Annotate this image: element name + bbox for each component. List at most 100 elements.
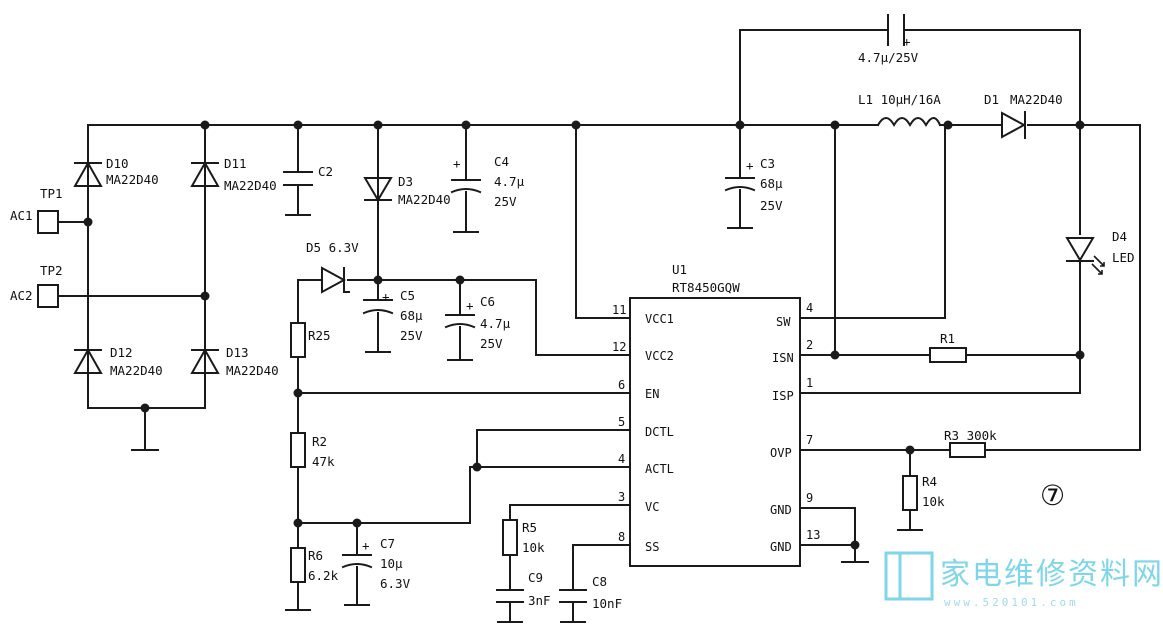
pin-name-isn: ISN	[772, 351, 794, 365]
pin-name-gnd13: GND	[770, 540, 792, 554]
d11-ref: D11	[224, 156, 247, 171]
watermark: 家电维修资料网 www.520101.com	[884, 551, 1163, 609]
r1-label: R1	[940, 331, 955, 346]
diode-d1	[1001, 111, 1027, 139]
watermark-text: 家电维修资料网	[940, 557, 1163, 592]
wires	[57, 29, 1141, 623]
labels: TP1 AC1 TP2 AC2 D10 MA22D40 D11 MA22D40 …	[10, 50, 1135, 611]
d13-ref: D13	[226, 345, 249, 360]
d3-part: MA22D40	[398, 192, 451, 207]
pin-name-ss: SS	[645, 540, 659, 554]
d1-ref: D1	[984, 92, 999, 107]
pin-name-isp: ISP	[772, 389, 794, 403]
svg-text:+: +	[382, 289, 390, 304]
d12-part: MA22D40	[110, 363, 163, 378]
svg-text:+: +	[362, 538, 370, 553]
c2-label: C2	[318, 164, 333, 179]
inductor-l1	[876, 117, 942, 128]
c3-ref: C3	[760, 156, 775, 171]
d5-label: D5 6.3V	[306, 240, 359, 255]
ac1-label: AC1	[10, 208, 33, 223]
pin-name-vcc2: VCC2	[645, 349, 674, 363]
svg-text:+: +	[466, 298, 474, 313]
pin-num-dctl: 5	[618, 415, 625, 429]
pin-num-actl: 4	[618, 452, 625, 466]
pin-name-vc: VC	[645, 500, 659, 514]
pin-name-dctl: DCTL	[645, 425, 674, 439]
r5-ref: R5	[522, 520, 537, 535]
test-points	[37, 210, 59, 308]
c9-value: 3nF	[528, 593, 551, 608]
d10-ref: D10	[106, 156, 129, 171]
c9-ref: C9	[528, 570, 543, 585]
tp2-label: TP2	[40, 263, 63, 278]
r6-value: 6.2k	[308, 568, 339, 583]
pin-name-ovp: OVP	[770, 446, 792, 460]
c3-value: 68μ	[760, 176, 783, 191]
pin-num-ovp: 7	[806, 433, 813, 447]
c4-ref: C4	[494, 154, 509, 169]
pin-name-vcc1: VCC1	[645, 312, 674, 326]
bridge-diodes	[73, 160, 220, 374]
watermark-url: www.520101.com	[944, 596, 1079, 609]
r5-value: 10k	[522, 540, 545, 555]
d11-part: MA22D40	[224, 178, 277, 193]
d10-part: MA22D40	[106, 172, 159, 187]
c7-value: 10μ	[380, 556, 403, 571]
ic-part: RT8450GQW	[672, 280, 740, 295]
c5-ref: C5	[400, 288, 415, 303]
c6-ref: C6	[480, 294, 495, 309]
pin-num-gnd13: 13	[806, 528, 820, 542]
pin-name-sw: SW	[776, 315, 791, 329]
pin-num-vc: 3	[618, 490, 625, 504]
diode-d5	[321, 266, 350, 294]
d13-part: MA22D40	[226, 363, 279, 378]
d4-part: LED	[1112, 250, 1135, 265]
c5-value: 68μ	[400, 308, 423, 323]
c5-volt: 25V	[400, 328, 423, 343]
r2-value: 47k	[312, 454, 335, 469]
junction-dots	[83, 120, 1085, 550]
c8-ref: C8	[592, 574, 607, 589]
r4-value: 10k	[922, 494, 945, 509]
c7-ref: C7	[380, 536, 395, 551]
figure-number: ⑦	[1040, 479, 1065, 512]
ctop-label: 4.7μ/25V	[858, 50, 919, 65]
pin-labels: 11 VCC1 12 VCC2 6 EN 5 DCTL 4 ACTL 3 VC …	[612, 301, 820, 554]
pin-name-gnd9: GND	[770, 503, 792, 517]
c3-volt: 25V	[760, 198, 783, 213]
led-d4	[1065, 237, 1105, 275]
pin-num-gnd9: 9	[806, 491, 813, 505]
r6-ref: R6	[308, 548, 323, 563]
d12-ref: D12	[110, 345, 133, 360]
c7-volt: 6.3V	[380, 576, 411, 591]
pin-num-isn: 2	[806, 338, 813, 352]
r25-label: R25	[308, 328, 331, 343]
r3-label: R3 300k	[944, 428, 997, 443]
ac2-label: AC2	[10, 288, 33, 303]
svg-text:+: +	[746, 158, 754, 173]
resistors	[290, 322, 986, 583]
capacitors: + + + + + +	[283, 14, 911, 603]
pin-num-vcc2: 12	[612, 340, 626, 354]
c8-value: 10nF	[592, 596, 622, 611]
r2-ref: R2	[312, 434, 327, 449]
l1-label: L1 10μH/16A	[858, 92, 941, 107]
c6-volt: 25V	[480, 336, 503, 351]
r4-ref: R4	[922, 474, 937, 489]
pin-num-isp: 1	[806, 376, 813, 390]
ic-u1	[609, 297, 823, 567]
pin-name-actl: ACTL	[645, 462, 674, 476]
c4-volt: 25V	[494, 194, 517, 209]
diode-d3	[363, 177, 393, 202]
watermark-logo	[884, 551, 934, 601]
d3-ref: D3	[398, 174, 413, 189]
pin-num-ss: 8	[618, 530, 625, 544]
pin-num-en: 6	[618, 378, 625, 392]
c4-value: 4.7μ	[494, 174, 525, 189]
d1-part: MA22D40	[1010, 92, 1063, 107]
svg-text:+: +	[453, 156, 461, 171]
tp1-label: TP1	[40, 186, 63, 201]
